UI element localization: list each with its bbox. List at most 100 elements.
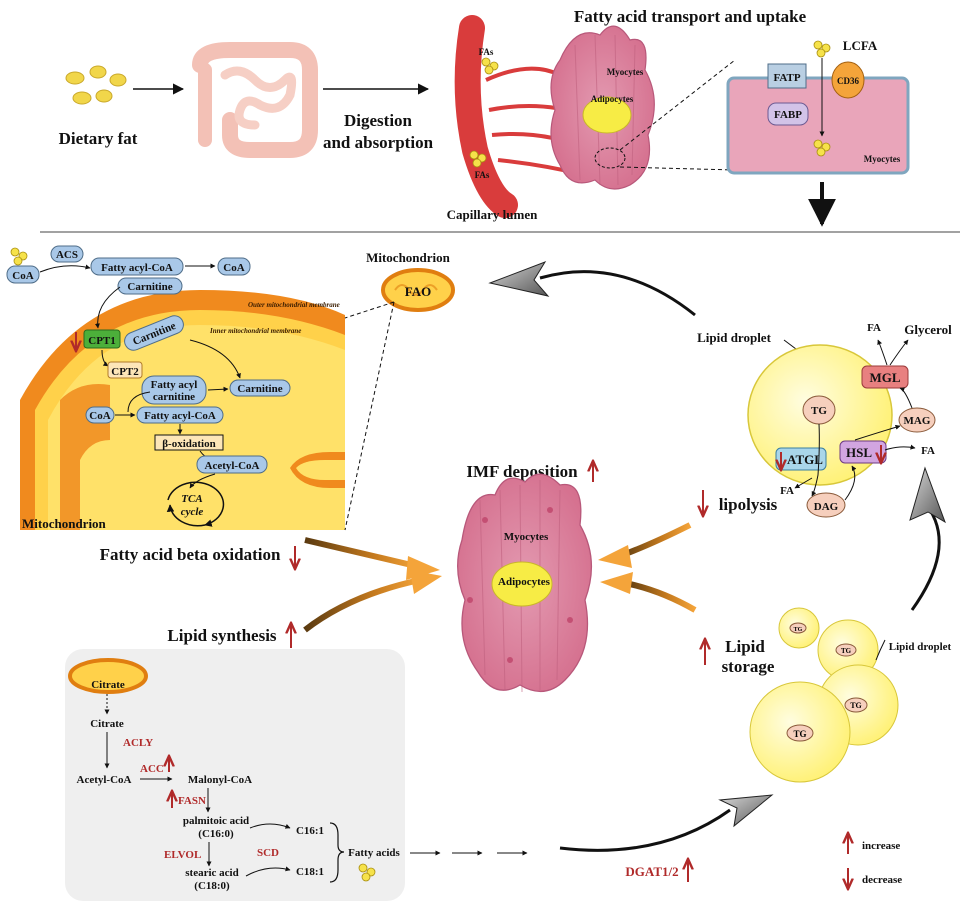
- coa-left-label: CoA: [12, 270, 33, 282]
- mito-title-label: Mitochondrion: [366, 250, 451, 265]
- capillary-vessel: [454, 15, 591, 218]
- fatty-acyl-coa-top-pill: [90, 257, 184, 276]
- mag-node: [898, 407, 936, 433]
- beta-ox-label: β-oxidation: [162, 438, 215, 450]
- grey-arrow-head-top: [488, 261, 550, 297]
- cpt1-box: [83, 329, 121, 349]
- tg-node-label: TG: [811, 405, 827, 417]
- tg-big-node: [786, 724, 814, 742]
- c161-label: C16:1: [296, 825, 324, 837]
- scd-label: SCD: [257, 847, 279, 859]
- hsl-to-fa-arrow: [884, 444, 916, 451]
- coa-left-pill: [6, 265, 40, 284]
- dag-label: DAG: [814, 501, 839, 513]
- curve-storage-to-lipolysis: [910, 509, 941, 611]
- myocytes-cell-label: Myocytes: [864, 154, 901, 164]
- tg-big-label: TG: [793, 729, 806, 739]
- myocytes-center-label: Myocytes: [504, 531, 549, 543]
- grey-arrow-head-right: [909, 466, 946, 524]
- cpt1-label: CPT1: [88, 335, 116, 347]
- curve-lipid-to-fao: [539, 270, 696, 317]
- cpt2-label: CPT2: [111, 366, 139, 378]
- mgl-box: [861, 365, 909, 389]
- fatty-acyl-coa-inner-pill: [136, 406, 224, 424]
- beta-ox-box: [154, 434, 224, 451]
- arrow-carnitine-loop: [189, 339, 241, 379]
- acetyl-coa-syn-label: Acetyl-CoA: [77, 774, 132, 786]
- capillary-label: Capillary lumen: [447, 207, 538, 222]
- myocytes-top-label: Myocytes: [607, 67, 644, 77]
- hsl-box: [839, 440, 887, 464]
- mag-to-mgl-arrow: [899, 387, 913, 409]
- acetyl-coa-label: Acetyl-CoA: [205, 460, 260, 472]
- storage-caption-2: storage: [722, 657, 775, 676]
- zoom-circle: [594, 147, 626, 169]
- lipid-droplet-storage-pointer: [875, 639, 886, 661]
- coa-right-pill: [217, 257, 251, 276]
- lcfa-label: LCFA: [843, 38, 878, 53]
- carnitine-top-pill: [117, 277, 183, 295]
- adipocytes-top-label: Adipocytes: [591, 94, 634, 104]
- fa-blobs-capillary: [469, 57, 499, 168]
- digestion-label-2: and absorption: [323, 133, 434, 152]
- dag-node: [806, 492, 846, 518]
- atgl-box: [775, 447, 827, 471]
- fabp-label: FABP: [774, 109, 802, 121]
- fasn-label: FASN: [178, 795, 206, 807]
- zoom-line-mito-right: [344, 301, 395, 531]
- dietary-fat-label: Dietary fat: [59, 129, 138, 148]
- fatty-acyl-coa-inner-label: Fatty acyl-CoA: [144, 410, 216, 422]
- carnitine-top-label: Carnitine: [127, 281, 172, 293]
- lipid-synthesis-caption: Lipid synthesis: [167, 626, 277, 645]
- gold-arrow-from-lipolysis: [598, 522, 692, 568]
- lipolysis-caption: lipolysis: [719, 495, 778, 514]
- malonyl-coa-label: Malonyl-CoA: [188, 774, 252, 786]
- legend-increase-label: increase: [862, 840, 900, 852]
- fatty-acids-brace: [329, 822, 345, 883]
- page-title: Fatty acid transport and uptake: [574, 7, 807, 26]
- elvol-label: ELVOL: [164, 849, 201, 861]
- tg-tiny-label: TG: [794, 627, 803, 633]
- beta-ox-caption: Fatty acid beta oxidation: [100, 545, 281, 564]
- fa-blobs-mito: [10, 247, 28, 266]
- muscle-bundle-top: [550, 25, 655, 190]
- acc-label: ACC: [140, 763, 164, 775]
- mgl-label: MGL: [869, 370, 900, 385]
- palmitoic-to-c161-arrow: [249, 823, 291, 829]
- acs-label: ACS: [56, 249, 78, 261]
- fatp-box: [767, 63, 807, 89]
- glycerol-label: Glycerol: [904, 322, 952, 337]
- stearic-label-1: stearic acid: [185, 867, 238, 879]
- fa-blobs-synthesis: [358, 863, 376, 882]
- c181-label: C18:1: [296, 866, 324, 878]
- hsl-to-mag-arrow: [854, 424, 901, 441]
- coa-inner-pill: [85, 406, 115, 424]
- stearic-to-c181-arrow: [245, 866, 291, 877]
- stearic-label-2: (C18:0): [194, 880, 230, 892]
- cpt2-box: [107, 361, 143, 379]
- citrate-label: Citrate: [90, 718, 124, 730]
- mgl-to-glycerol-arrow: [889, 339, 909, 366]
- citrate-mito-icon: [68, 658, 148, 694]
- fatty-acyl-carnitine-label-1: Fatty acyl: [151, 379, 198, 391]
- fao-label: FAO: [405, 284, 431, 299]
- fa-blobs-cell: [813, 139, 831, 157]
- mag-label: MAG: [904, 415, 931, 427]
- lcfa-blobs: [813, 40, 831, 58]
- cd36-label: CD36: [837, 76, 859, 86]
- tg-small-label: TG: [841, 647, 852, 655]
- storage-caption-1: Lipid: [725, 637, 765, 656]
- zoom-line-lower: [619, 166, 736, 171]
- lipid-droplet-top-label: Lipid droplet: [697, 330, 771, 345]
- gold-arrow-from-storage: [600, 572, 697, 613]
- gold-arrow-from-synthesis: [303, 570, 442, 633]
- imf-label: IMF deposition: [466, 462, 578, 481]
- curve-synthesis-to-storage: [559, 808, 731, 852]
- zoom-line-upper: [619, 59, 736, 151]
- coa-inner-label: CoA: [89, 410, 110, 422]
- lipid-droplet-storage-label: Lipid droplet: [889, 641, 952, 653]
- fas-lower-label: FAs: [475, 170, 490, 180]
- arrow-cpt1-to-cpt2: [101, 349, 109, 367]
- inner-membrane-label: Inner mitochondrial membrane: [209, 327, 301, 335]
